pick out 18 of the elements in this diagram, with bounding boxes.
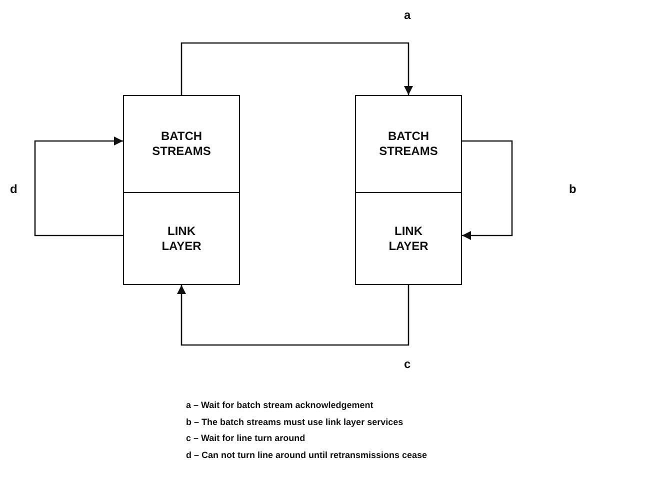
edge-label: d (8, 182, 20, 196)
layer-box (355, 192, 462, 285)
note-text: d – Can not turn line around until retransmissions cease (186, 450, 428, 460)
arrow (180, 42, 413, 95)
edge-label: b (567, 182, 578, 196)
arrow (177, 285, 410, 346)
note-text: a – Wait for batch stream acknowledgement (186, 400, 374, 410)
layer-name: BATCH STREAMS (378, 129, 439, 159)
arrow (34, 136, 123, 236)
arrow (462, 140, 513, 240)
note-text: c – Wait for line turn around (186, 433, 306, 443)
layer-name: BATCH STREAMS (151, 129, 212, 159)
layer-name: LINK LAYER (388, 224, 430, 254)
layer-name: LINK LAYER (160, 224, 202, 254)
note-text: b – The batch streams must use link layer services (186, 416, 404, 426)
layer-box (355, 95, 462, 193)
layer-box (123, 192, 240, 285)
layer-box (123, 95, 240, 193)
